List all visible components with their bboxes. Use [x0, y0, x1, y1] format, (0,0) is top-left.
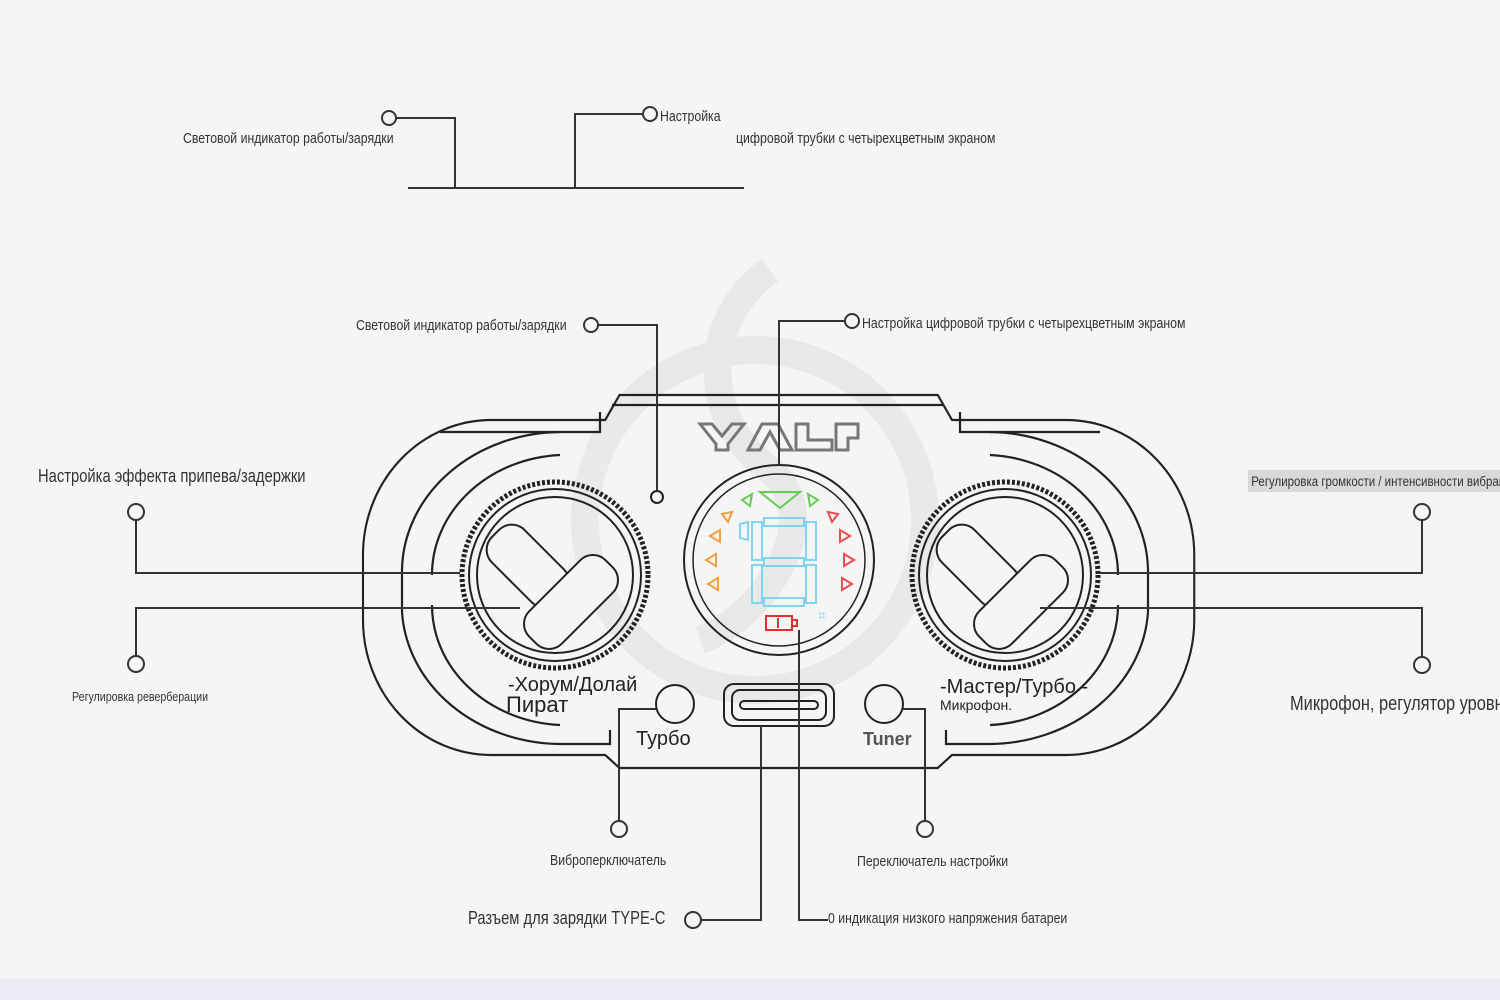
bottom-band [0, 978, 1500, 1000]
callout-low-battery: 0 индикация низкого напряжения батареи [828, 910, 1068, 927]
tuner-label: Tuner [863, 729, 912, 749]
right-caption-line2: Микрофон. [940, 697, 1013, 713]
battery-icon [765, 615, 798, 631]
device-body [361, 393, 1196, 770]
left-knob[interactable] [459, 479, 651, 671]
led-indicator-dot [650, 490, 664, 504]
top-leader-lines [381, 106, 744, 189]
top-tuning-rest: цифровой трубки с четырехцветным экраном [736, 130, 996, 147]
callout-volume-vibration: Регулировка громкости / интенсивности ви… [1248, 470, 1500, 492]
tuner-button[interactable] [864, 684, 904, 724]
callout-vibro-switch: Виброперключатель [550, 852, 667, 869]
top-led-label: Световой индикатор работы/зарядки [183, 130, 394, 147]
turbo-label: Турбо [636, 728, 691, 750]
callout-mic-level: Микрофон, регулятор уровня [1290, 693, 1500, 715]
turbo-button[interactable] [655, 684, 695, 724]
callout-digital-tube: Настройка цифровой трубки с четырехцветн… [862, 315, 1186, 332]
callout-lines [127, 313, 1431, 929]
tuning-arrows [704, 491, 856, 592]
callout-tuner-switch: Переключатель настройки [857, 853, 1009, 870]
left-caption-line2: Пират [506, 692, 569, 717]
watermark-logo [571, 258, 939, 704]
callout-type-c: Разъем для зарядки TYPE-C [468, 908, 666, 928]
center-display: ⌗ [683, 464, 875, 656]
callout-reverb: Регулировка реверберации [72, 689, 209, 704]
top-tuning-prefix: Настройка [660, 108, 721, 125]
type-c-port[interactable] [723, 683, 835, 727]
segment-digit [739, 517, 817, 607]
right-knob[interactable] [909, 479, 1101, 671]
callout-led-indicator: Световой индикатор работы/зарядки [356, 317, 567, 334]
yalp-logo [696, 422, 860, 452]
callout-chorus-delay: Настройка эффекта припева/задержки [38, 466, 306, 486]
left-caption-line1: -Хорум/Долай [508, 674, 638, 696]
charge-glyph-icon: ⌗ [818, 608, 826, 624]
right-caption-line1: -Мастер/Турбо - [940, 676, 1089, 698]
